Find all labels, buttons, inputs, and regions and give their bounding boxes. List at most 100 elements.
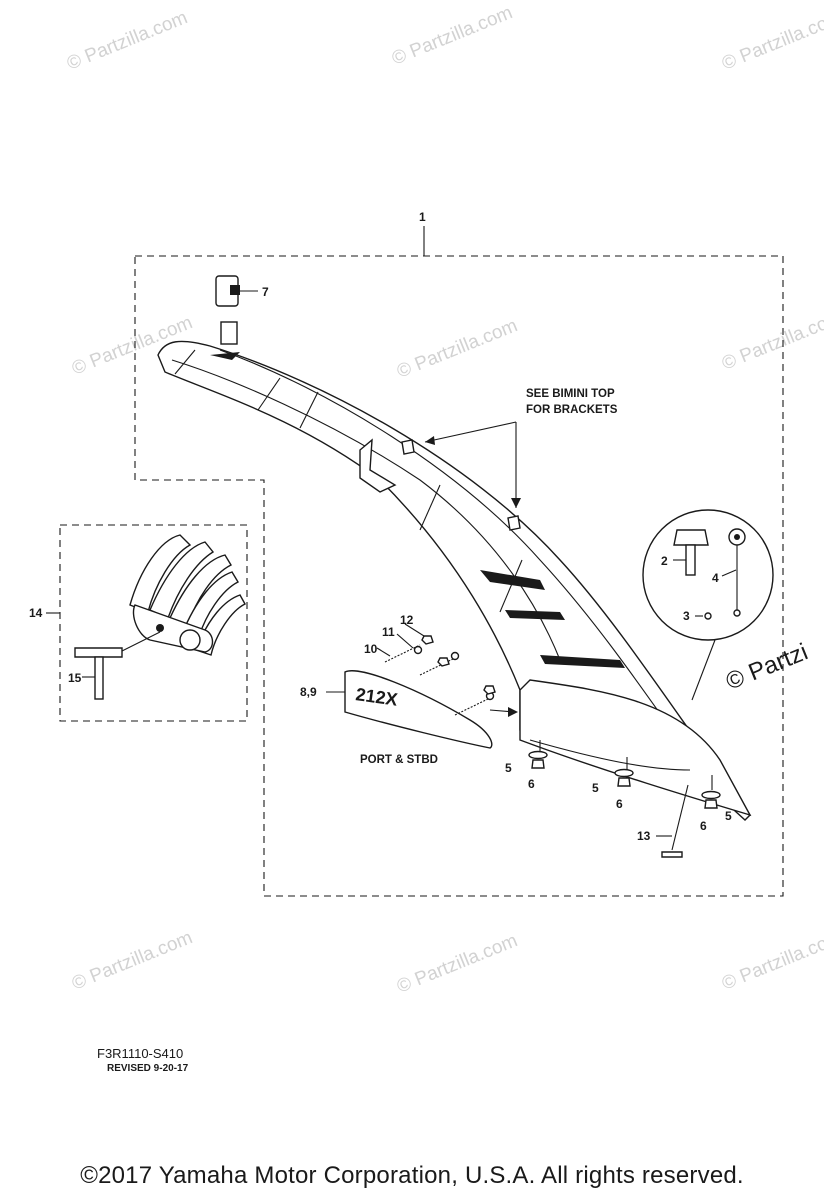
tower-graphic-stripe: [210, 352, 240, 360]
watermark: © Partzilla.com: [389, 2, 516, 69]
callout-12: 12: [400, 613, 414, 627]
callout-6: 6: [616, 797, 623, 811]
tower-inner-edge: [171, 359, 561, 661]
knob-head: [74, 647, 123, 658]
rack-bolt: [156, 624, 164, 632]
tower-graphic-stripe: [505, 610, 565, 620]
revision-date: REVISED 9-20-17: [107, 1063, 189, 1074]
callout-5: 5: [505, 761, 512, 775]
bimini-note-line1: SEE BIMINI TOP: [526, 388, 615, 400]
watermark: © Partzilla.com: [394, 930, 521, 997]
callout-13: 13: [637, 829, 651, 843]
watermark: © Partzilla.com: [719, 927, 824, 994]
callout-11: 11: [382, 625, 395, 639]
nut: [421, 635, 434, 645]
callout-7: 7: [262, 285, 269, 299]
detail-circle: [642, 509, 774, 641]
bimini-bracket: [401, 439, 415, 455]
assembly-boundary: [134, 255, 784, 897]
callout-14: 14: [29, 606, 43, 620]
rack-kit-boundary: [59, 524, 248, 722]
tower-band: [499, 559, 523, 613]
bimini-bracket: [507, 515, 521, 531]
arrow-head: [508, 707, 518, 717]
rack-clamp-ring: [179, 629, 201, 651]
bimini-note-line2: FOR BRACKETS: [526, 404, 618, 416]
tower-graphic-stripe: [480, 570, 545, 590]
rack-pointer: [119, 631, 161, 653]
thumb-screw-shaft: [685, 544, 696, 576]
tower-top-cap: 7: [215, 275, 269, 345]
washer: [528, 750, 548, 760]
tower-logo-mark: [359, 438, 397, 493]
lanyard-end: [733, 609, 741, 617]
callout-10: 10: [364, 642, 378, 656]
nut: [531, 759, 545, 769]
badge-fasteners: 10 11 12: [364, 613, 518, 717]
tower-band: [174, 349, 196, 375]
board-rack: 15: [68, 534, 246, 700]
leader-10: [376, 647, 391, 657]
copyright-notice: ©2017 Yamaha Motor Corporation, U.S.A. A…: [80, 1162, 744, 1189]
tower-graphic-stripe: [540, 655, 625, 668]
knob-shaft: [94, 656, 104, 700]
callout-4: 4: [712, 571, 719, 585]
leader-11: [396, 633, 414, 649]
lanyard-tee: [661, 851, 683, 858]
nut: [704, 799, 718, 809]
callout-6: 6: [528, 777, 535, 791]
screw: [419, 657, 456, 676]
lanyard-cable: [671, 784, 689, 851]
callout-3: 3: [683, 609, 690, 623]
arrow-head: [425, 436, 435, 445]
callout-6: 6: [700, 819, 707, 833]
washer: [614, 768, 634, 778]
tower-inner-edge-2: [219, 349, 701, 771]
screw: [454, 697, 491, 716]
screw: [384, 644, 421, 663]
callout-8-9: 8,9: [300, 685, 317, 699]
port-stbd-note: PORT & STBD: [360, 754, 438, 766]
watermark-edge: © Partzi: [722, 638, 812, 695]
washer: [450, 651, 460, 661]
tower-band: [257, 377, 281, 411]
tower-base-edge: [529, 739, 691, 771]
detail-pointer: [691, 639, 716, 701]
arrow-head: [511, 498, 521, 508]
washer: [704, 612, 712, 620]
callout-5: 5: [725, 809, 732, 823]
watermark: © Partzilla.com: [719, 307, 824, 374]
rack-fin: [149, 541, 215, 619]
hardware-detail-circle: 2 4 3: [642, 509, 774, 701]
callout-1: 1: [419, 210, 426, 224]
badge-plate: [344, 670, 493, 749]
rack-fin: [129, 534, 192, 613]
cap-knob: [230, 285, 240, 295]
nut: [437, 657, 450, 667]
watermark: © Partzilla.com: [719, 7, 824, 74]
callout-2: 2: [661, 554, 668, 568]
watermark: © Partzilla.com: [64, 7, 191, 74]
watermark: © Partzilla.com: [394, 315, 521, 382]
leader-12: [404, 623, 425, 637]
rack-fin: [181, 571, 239, 641]
drawing-code: F3R1110-S410: [97, 1046, 183, 1061]
bimini-note: SEE BIMINI TOP FOR BRACKETS: [401, 388, 618, 531]
thumb-screw-head: [673, 529, 709, 546]
side-badge: 212X 8,9 PORT & STBD: [300, 670, 493, 766]
wake-tower-leg: [157, 340, 752, 821]
nut: [483, 685, 496, 695]
washer: [701, 790, 721, 800]
callout-5: 5: [592, 781, 599, 795]
callout-15: 15: [68, 671, 82, 685]
leader-4: [721, 569, 737, 577]
lanyard-ring-hole: [734, 534, 740, 540]
tower-band: [419, 484, 441, 531]
cap-post: [220, 321, 238, 345]
tower-base-plate: [519, 679, 752, 817]
bimini-arrow-left: [424, 421, 517, 443]
nut: [617, 777, 631, 787]
base-fasteners: 13 5 6 5 6 6 5: [505, 750, 732, 858]
tower-band: [299, 391, 319, 429]
